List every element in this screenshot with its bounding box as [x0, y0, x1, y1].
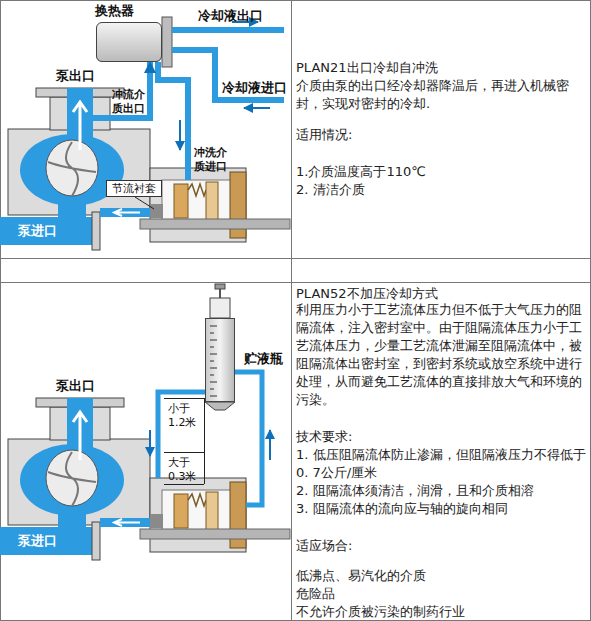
dimension-line [204, 398, 205, 484]
text-label: 3. 阻隔流体的流向应与轴的旋向相同 [296, 500, 586, 518]
flow-arrow [179, 120, 181, 150]
barrier-pipe [235, 372, 262, 505]
text-label: 危险品 [296, 585, 586, 603]
pump-outlet: 泵出口 [40, 68, 110, 124]
reservoir: 贮液瓶 [205, 318, 235, 402]
throttle-bushing-box: 节流衬套 [106, 180, 162, 197]
dimension-line [164, 398, 204, 399]
reservoir-scale [210, 326, 217, 396]
heat-exchanger: 换热器 [96, 22, 162, 62]
text-label: 1.介质温度高于110℃ [296, 163, 586, 181]
pump-drawing [0, 398, 290, 560]
node-label: 节流衬套 [107, 181, 161, 196]
flush-pipe [158, 62, 188, 180]
text-label: 冲流介 质出口 [112, 88, 150, 116]
text-label: PLAN52不加压冷却方式 [296, 285, 586, 303]
text-label: 冷却液进口 [222, 80, 288, 96]
pump-drawing [0, 88, 290, 250]
heat-exchanger-body [96, 22, 162, 62]
text-label: 小于 1.2米 [168, 402, 202, 430]
node-label: 泵出口 [40, 68, 110, 84]
cooling-pipe [172, 27, 284, 33]
reservoir-bottom [205, 402, 235, 410]
text-label: 介质由泵的出口经冷却器降温后，再进入机械密封，实现对密封的冷却. [296, 77, 586, 113]
text-label: 利用压力小于工艺流体压力但不低于大气压力的阻隔流体，注入密封室中。由于阻隔流体压… [296, 301, 586, 409]
node-label: 贮液瓶 [244, 351, 283, 367]
text-label: 不允许介质被污染的制药行业 [296, 603, 586, 621]
node-label: 泵出口 [40, 378, 110, 394]
text-label: 大于 0.3米 [168, 456, 202, 484]
vent-valve [215, 284, 225, 289]
text-label: 低沸点、易汽化的介质 [296, 567, 586, 585]
text-label: 泵进口 [18, 533, 78, 549]
table-line [0, 282, 591, 283]
text-label: 冲洗介 质进口 [194, 146, 234, 174]
flush-pipe [93, 115, 112, 121]
text-label: 适应场合: [296, 537, 586, 555]
text-label: PLAN21出口冷却自冲洗 [296, 59, 586, 77]
flow-arrow [269, 430, 271, 460]
text-label: 技术要求: [296, 428, 586, 446]
reservoir-body [205, 318, 235, 402]
text-label: 冷却液出口 [198, 8, 278, 24]
heat-exchanger-flange [162, 17, 172, 67]
flow-arrow [244, 107, 270, 109]
table-line [291, 0, 292, 621]
pressure-instrument [210, 298, 230, 318]
text-label: 适用情况: [296, 126, 586, 144]
flush-pipe [110, 62, 150, 118]
table-line [0, 258, 591, 259]
dimension-line [164, 452, 204, 453]
node-label: 换热器 [95, 3, 134, 19]
text-label: 2. 阻隔流体须清洁，润滑，且和介质相溶 [296, 482, 586, 500]
text-label: 1. 低压阻隔流体防止渗漏，但阻隔液压力不得低于0. 7公斤/厘米 [296, 446, 586, 482]
flow-arrow [149, 430, 151, 456]
pump-outlet: 泵出口 [40, 378, 110, 434]
text-label: 泵进口 [18, 223, 78, 239]
leader-line [135, 197, 154, 209]
text-label: 2. 清洁介质 [296, 181, 586, 199]
dimension-line [164, 484, 204, 485]
